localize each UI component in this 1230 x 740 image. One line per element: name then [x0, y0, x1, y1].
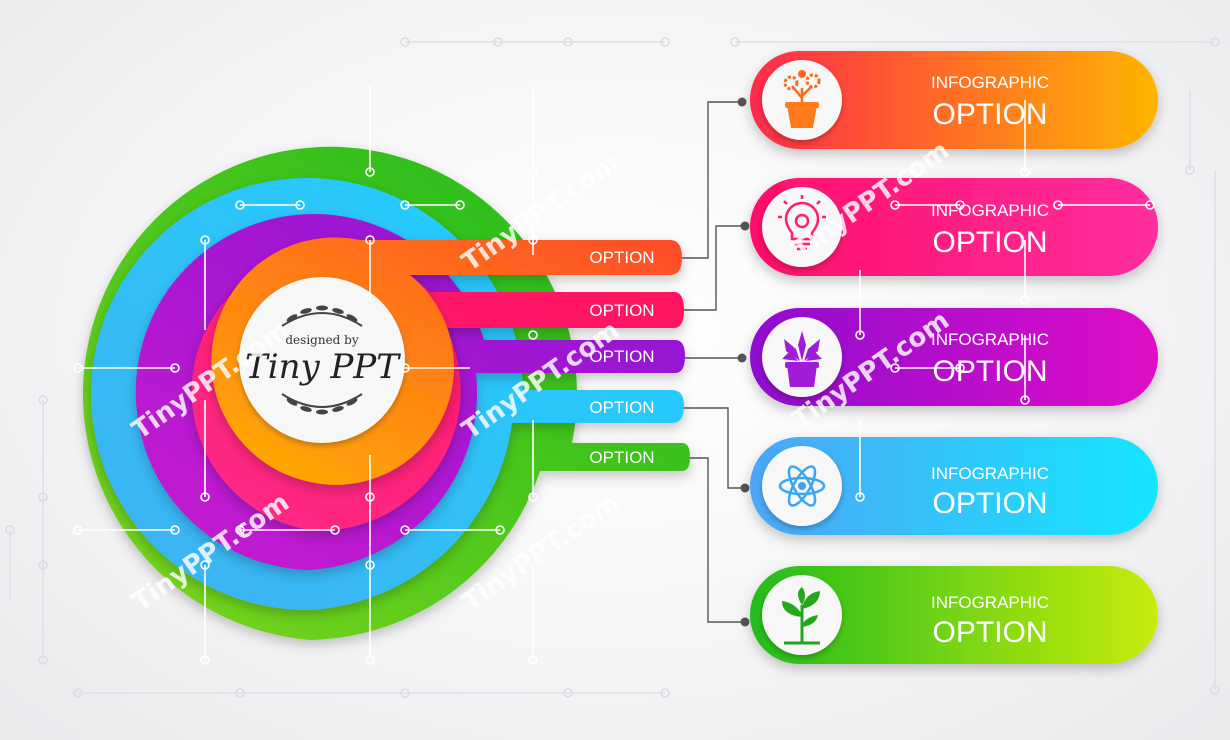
card-title-small-4: INFOGRAPHIC	[931, 464, 1049, 483]
logo-wordmark: Tiny PPT	[245, 347, 401, 387]
tab-label-4: OPTION	[589, 398, 654, 417]
card-title-big-3: OPTION	[932, 355, 1047, 388]
card-title-small-1: INFOGRAPHIC	[931, 73, 1049, 92]
connector-dot-5	[740, 617, 750, 627]
option-card-5: INFOGRAPHIC OPTION	[750, 566, 1158, 664]
lightbulb-gear-icon	[778, 195, 826, 251]
connector-dot-3	[737, 353, 747, 363]
tab-label-1: OPTION	[589, 248, 654, 267]
card-title-small-3: INFOGRAPHIC	[931, 330, 1049, 349]
connector-dot-4	[740, 483, 750, 493]
logo-disc	[239, 277, 405, 443]
logo-tagline: designed by	[285, 333, 358, 347]
card-title-big-2: OPTION	[932, 226, 1047, 259]
connector-lines	[682, 97, 750, 627]
card-title-big-5: OPTION	[932, 616, 1047, 649]
option-card-4: INFOGRAPHIC OPTION	[750, 437, 1158, 535]
connector-dot-1	[737, 97, 747, 107]
connector-5	[690, 457, 745, 623]
option-card-1: INFOGRAPHIC OPTION	[750, 51, 1158, 149]
flower-pot-icon	[783, 70, 821, 128]
sprout-icon	[782, 587, 820, 645]
card-title-small-2: INFOGRAPHIC	[931, 201, 1049, 220]
ring-diagram: designed by Tiny PPT OPTION OPTION OPTIO…	[82, 146, 690, 640]
atom-icon	[778, 465, 826, 507]
tab-label-3: OPTION	[589, 347, 654, 366]
tab-label-5: OPTION	[589, 448, 654, 467]
logo-wreath-icon	[281, 305, 363, 415]
connector-4	[684, 407, 745, 489]
connector-dot-2	[740, 221, 750, 231]
connector-2	[684, 225, 745, 311]
card-title-small-5: INFOGRAPHIC	[931, 593, 1049, 612]
tab-label-2: OPTION	[589, 301, 654, 320]
succulent-pot-icon	[782, 331, 822, 387]
option-card-3: INFOGRAPHIC OPTION	[750, 308, 1158, 406]
card-title-big-1: OPTION	[932, 98, 1047, 131]
overlay-network	[73, 85, 1155, 665]
background-network	[5, 37, 1220, 698]
option-card-2: INFOGRAPHIC OPTION	[750, 178, 1158, 276]
connector-1	[682, 101, 742, 259]
card-title-big-4: OPTION	[932, 487, 1047, 520]
